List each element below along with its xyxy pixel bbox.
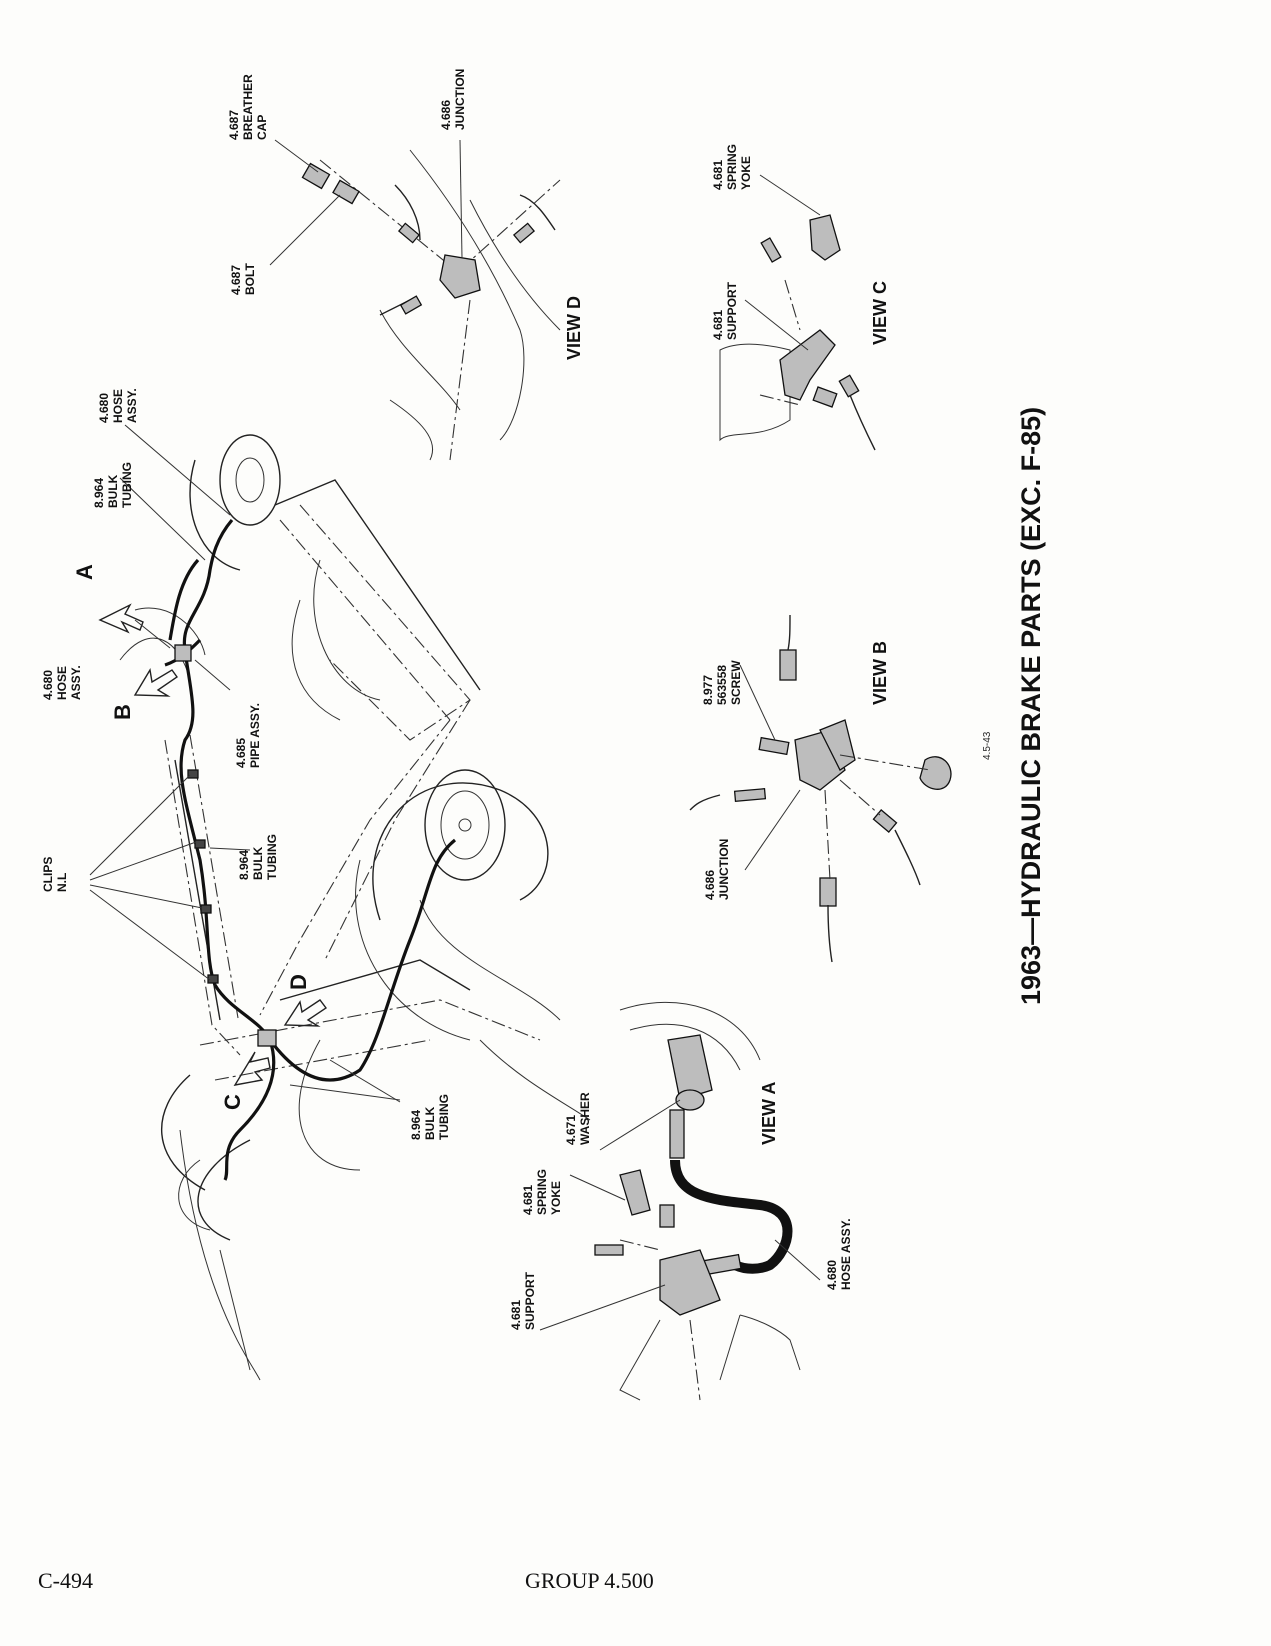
label-pipe-assy: 4.685 PIPE ASSY. [234,703,262,768]
label-clips: CLIPS N.L [41,853,69,892]
label-junction-d: 4.686 JUNCTION [439,69,467,130]
figure-number: 4.5-43 [982,731,993,760]
view-arrow-a [98,603,144,634]
view-d-detail [269,139,561,461]
view-title-d: VIEW D [564,296,584,360]
label-breather-cap: 4.687 BREATHER CAP [227,71,269,140]
main-leader-lines [89,424,401,1103]
label-support-a: 4.681 SUPPORT [509,1271,537,1330]
arrow-letter-a: A [72,564,97,580]
view-c-detail [719,174,876,451]
brake-lines [164,518,457,1181]
label-screw: 8.977 563558 SCREW [701,660,743,705]
label-hose-assy-front: 4.680 HOSE ASSY. [41,663,83,700]
label-spring-yoke-a: 4.681 SPRING YOKE [521,1166,563,1215]
view-title-b: VIEW B [870,641,890,705]
view-title-c: VIEW C [870,281,890,345]
label-bulk-tubing-top: 8.964 BULK TUBING [92,462,134,508]
label-hose-assy-top: 4.680 HOSE ASSY. [97,386,139,423]
label-bulk-tubing-low: 8.964 BULK TUBING [409,1094,451,1140]
arrow-letter-b: B [110,704,135,720]
label-support-c: 4.681 SUPPORT [711,281,739,340]
group-number: GROUP 4.500 [525,1568,654,1593]
labels: CLIPS N.L 4.680 HOSE ASSY. 4.685 PIPE AS… [41,69,1046,1330]
arrow-letter-d: D [286,974,311,990]
view-arrow-c [233,1051,271,1086]
diagram-title: 1963—HYDRAULIC BRAKE PARTS (EXC. F-85) [1016,407,1046,1005]
label-bulk-tubing-mid: 8.964 BULK TUBING [237,834,279,880]
view-title-a: VIEW A [759,1082,779,1145]
view-a-detail [539,1001,821,1401]
vehicle-frame [119,434,591,1381]
label-hose-assy-a: 4.680 HOSE ASSY. [825,1218,853,1290]
page-number: C-494 [38,1568,93,1593]
label-junction-b: 4.686 JUNCTION [703,839,731,900]
view-b-detail [689,614,952,963]
view-arrow-b [133,668,178,697]
arrow-letter-c: C [220,1094,245,1110]
label-bolt: 4.687 BOLT [229,262,257,295]
label-spring-yoke-c: 4.681 SPRING YOKE [711,141,753,190]
label-washer: 4.671 WASHER [564,1092,592,1145]
view-arrow-d [283,999,328,1027]
